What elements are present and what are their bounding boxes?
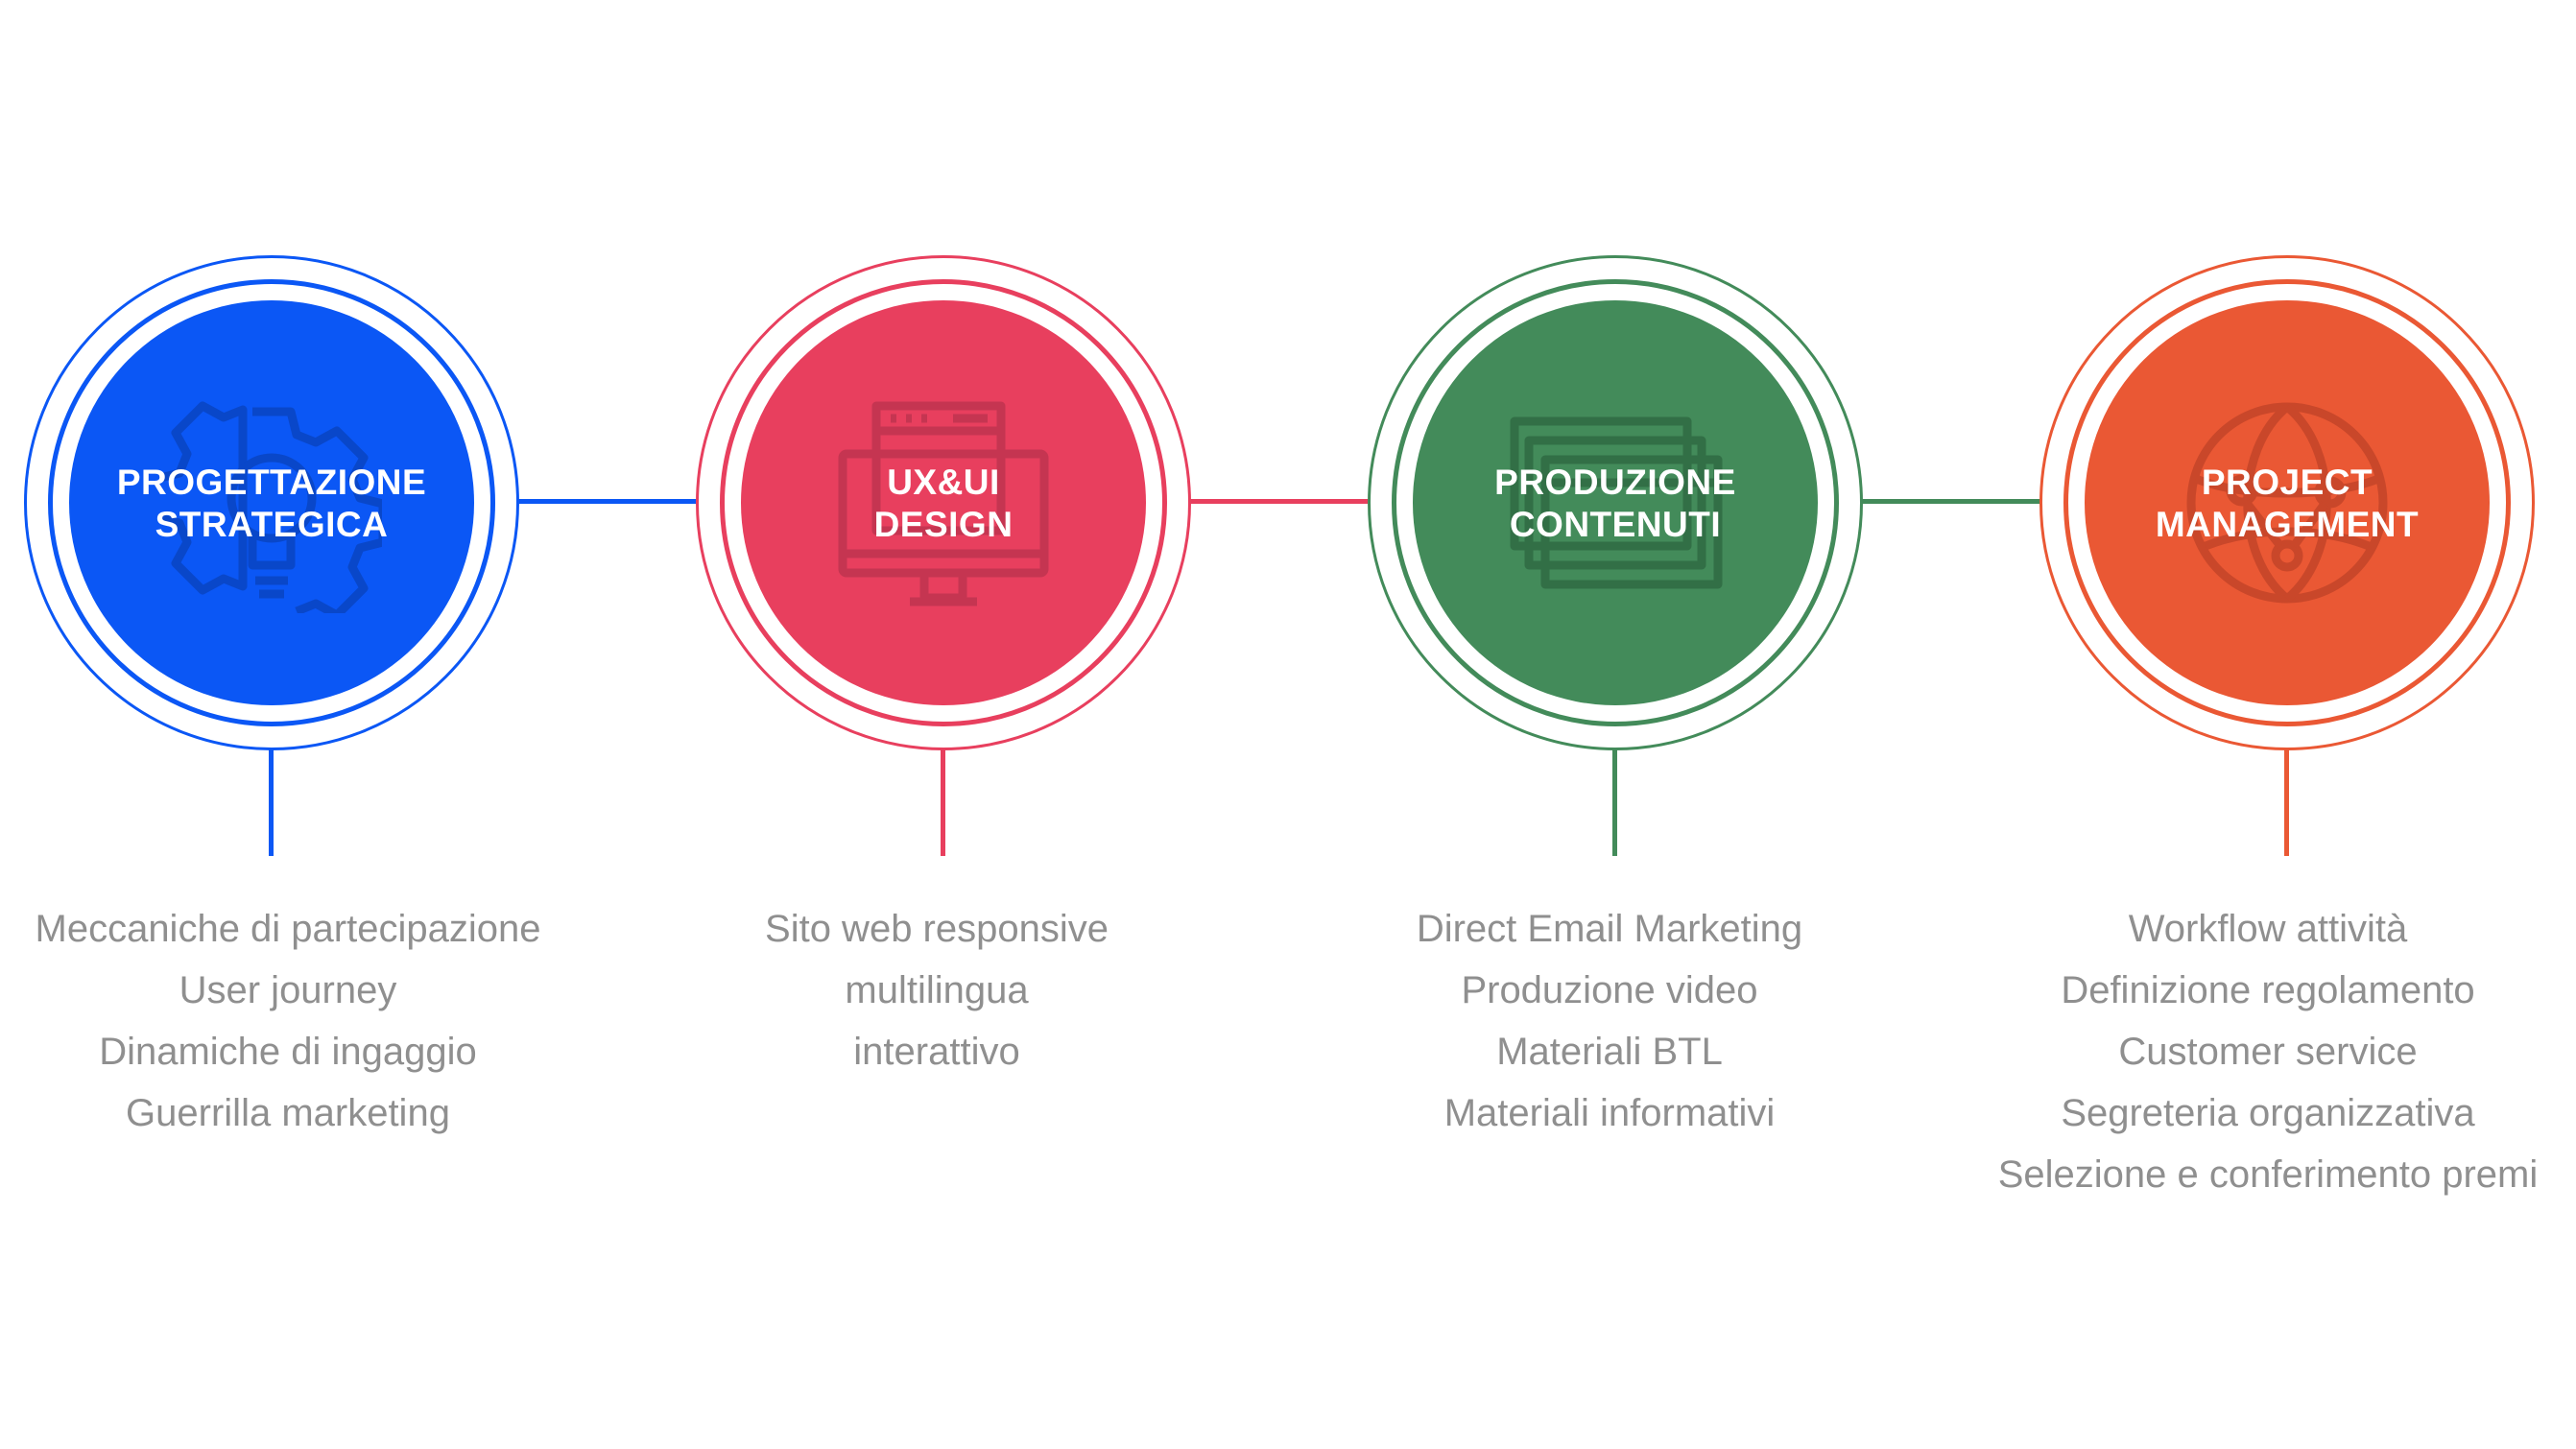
step-title: PRODUZIONE CONTENUTI <box>1413 462 1818 546</box>
step-disc: PROJECT MANAGEMENT <box>2085 300 2490 705</box>
stacked-frames-icon <box>1510 416 1723 589</box>
list-item: interattivo <box>853 1031 1020 1073</box>
list-item: Guerrilla marketing <box>126 1092 450 1134</box>
list-item: Materiali BTL <box>1496 1031 1723 1073</box>
step-title: PROGETTAZIONE STRATEGICA <box>69 462 474 546</box>
step-title: PROJECT MANAGEMENT <box>2085 462 2490 546</box>
step-title-line-2: DESIGN <box>873 505 1014 544</box>
list-item: Meccaniche di partecipazione <box>35 908 541 950</box>
list-item: User journey <box>179 969 397 1011</box>
connector-2-3 <box>1190 499 1369 504</box>
list-item: multilingua <box>845 969 1029 1011</box>
step-title: UX&UI DESIGN <box>741 462 1146 546</box>
step-disc: UX&UI DESIGN <box>741 300 1146 705</box>
step-items-list: Sito web responsive multilingua interatt… <box>630 898 1244 1082</box>
list-item: Customer service <box>2118 1031 2418 1073</box>
step-inner-ring <box>1392 279 1839 726</box>
step-stem <box>269 748 274 856</box>
step-items-list: Workflow attività Definizione regolament… <box>1961 898 2575 1205</box>
step-disc: PRODUZIONE CONTENUTI <box>1413 300 1818 705</box>
list-item: Segreteria organizzativa <box>2061 1092 2475 1134</box>
step-title-line-2: MANAGEMENT <box>2155 505 2420 544</box>
gear-lightbulb-icon <box>161 401 382 613</box>
list-item: Sito web responsive <box>765 908 1109 950</box>
step-title-line-2: STRATEGICA <box>155 505 389 544</box>
list-item: Dinamiche di ingaggio <box>99 1031 477 1073</box>
step-stem <box>2284 748 2289 856</box>
list-item: Produzione video <box>1461 969 1758 1011</box>
step-title-line-1: UX&UI <box>887 463 1000 502</box>
step-disc: PROGETTAZIONE STRATEGICA <box>69 300 474 705</box>
step-title-line-1: PROGETTAZIONE <box>116 463 427 502</box>
list-item: Direct Email Marketing <box>1416 908 1803 950</box>
monitor-browser-icon <box>838 401 1049 606</box>
step-inner-ring <box>2063 279 2511 726</box>
step-inner-ring <box>720 279 1167 726</box>
step-title-line-2: CONTENUTI <box>1509 505 1722 544</box>
list-item: Definizione regolamento <box>2061 969 2475 1011</box>
step-stem <box>941 748 945 856</box>
connector-3-4 <box>1862 499 2040 504</box>
list-item: Selezione e conferimento premi <box>1997 1153 2539 1196</box>
connector-1-2 <box>518 499 697 504</box>
step-items-list: Direct Email Marketing Produzione video … <box>1302 898 1917 1144</box>
list-item: Workflow attività <box>2128 908 2408 950</box>
network-globe-icon <box>2186 402 2388 604</box>
step-items-list: Meccaniche di partecipazione User journe… <box>0 898 595 1144</box>
step-title-line-1: PROJECT <box>2201 463 2373 502</box>
list-item: Materiali informativi <box>1443 1092 1776 1134</box>
step-title-line-1: PRODUZIONE <box>1494 463 1736 502</box>
step-stem <box>1612 748 1617 856</box>
step-inner-ring <box>48 279 495 726</box>
